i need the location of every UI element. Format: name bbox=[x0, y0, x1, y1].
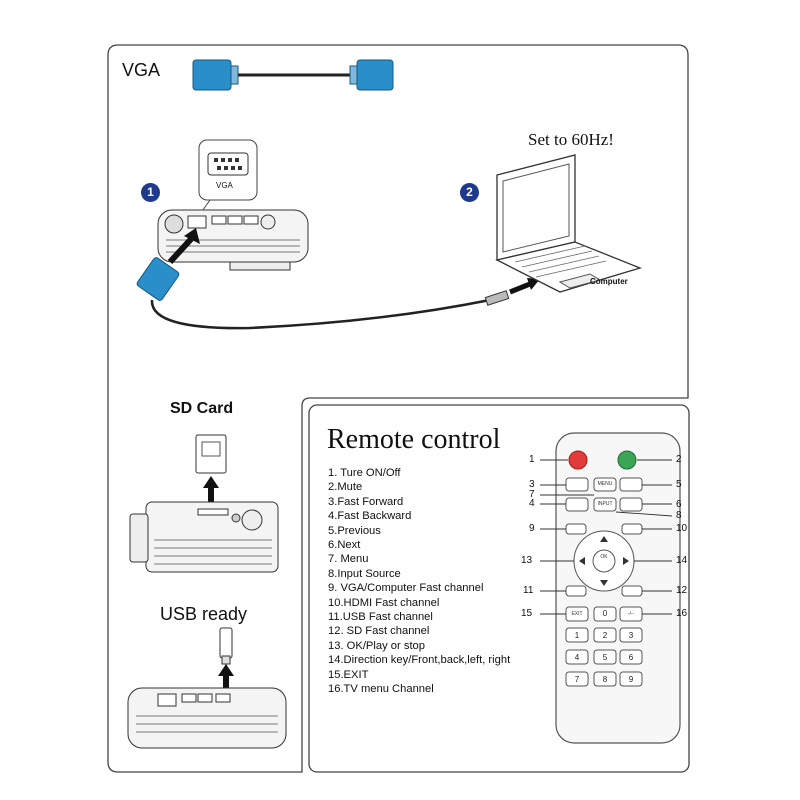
usb-stick-icon bbox=[219, 627, 233, 665]
arrow-sd-up bbox=[203, 476, 219, 502]
callout-3: 3 bbox=[529, 479, 535, 490]
function-item: 4.Fast Backward bbox=[328, 510, 412, 523]
remote-frame bbox=[308, 404, 690, 773]
projector-side-icon bbox=[129, 501, 279, 573]
digit-2-button[interactable]: 2 bbox=[602, 631, 608, 640]
callout-1: 1 bbox=[529, 454, 535, 465]
function-item: 11.USB Fast channel bbox=[328, 611, 433, 624]
callout-8: 8 bbox=[676, 510, 682, 521]
digit-0-button[interactable]: 0 bbox=[602, 609, 608, 618]
vga-port-label: VGA bbox=[216, 181, 233, 190]
remote-control-title: Remote control bbox=[327, 424, 501, 455]
digit-9-button[interactable]: 9 bbox=[628, 675, 634, 684]
function-item: 12. SD Fast channel bbox=[328, 625, 430, 638]
callout-7: 7 bbox=[529, 489, 535, 500]
remote-function-list: 1. Ture ON/Off 2.Mute 3.Fast Forward 4.F… bbox=[328, 466, 510, 697]
function-item: 9. VGA/Computer Fast channel bbox=[328, 582, 484, 595]
ok-button[interactable]: OK bbox=[600, 554, 608, 560]
projector-top-icon bbox=[157, 209, 309, 271]
function-item: 3.Fast Forward bbox=[328, 495, 404, 508]
callout-5: 5 bbox=[676, 479, 682, 490]
digit-5-button[interactable]: 5 bbox=[602, 653, 608, 662]
arrow-to-vga-port bbox=[167, 228, 200, 265]
power-button bbox=[568, 450, 588, 470]
step-1-badge: 1 bbox=[141, 183, 160, 202]
digit-7-button[interactable]: 7 bbox=[574, 675, 580, 684]
dash-button[interactable]: -/-- bbox=[627, 611, 635, 617]
callout-14: 14 bbox=[676, 555, 688, 566]
vga-cable-icon bbox=[192, 59, 394, 91]
vga-cable bbox=[150, 298, 491, 330]
callout-lines bbox=[540, 459, 673, 615]
sd-card-icon bbox=[195, 434, 227, 474]
vga-plug-icon bbox=[136, 257, 180, 301]
arrow-usb-down bbox=[218, 664, 234, 688]
arrow-to-laptop bbox=[509, 278, 540, 295]
callout-10: 10 bbox=[676, 523, 688, 534]
digit-6-button[interactable]: 6 bbox=[628, 653, 634, 662]
digit-4-button[interactable]: 4 bbox=[574, 653, 580, 662]
callout-13: 13 bbox=[521, 555, 533, 566]
callout-15: 15 bbox=[521, 608, 533, 619]
function-item: 8.Input Source bbox=[328, 567, 401, 580]
callout-12: 12 bbox=[676, 585, 688, 596]
computer-label: Computer bbox=[590, 277, 628, 286]
outer-frame bbox=[107, 44, 689, 773]
function-item: 1. Ture ON/Off bbox=[328, 467, 401, 479]
usb-ready-title: USB ready bbox=[160, 604, 248, 624]
step-2-badge: 2 bbox=[460, 183, 479, 202]
callout-2: 2 bbox=[676, 454, 682, 465]
function-item: 14.Direction key/Front,back,left, right bbox=[328, 654, 511, 667]
input-button[interactable]: INPUT bbox=[597, 501, 613, 507]
function-item: 16.TV menu Channel bbox=[328, 683, 434, 696]
function-item: 6.Next bbox=[328, 539, 361, 552]
set-to-60hz-note: Set to 60Hz! bbox=[528, 130, 614, 149]
projector-bottom-icon bbox=[127, 687, 287, 749]
vga-port-callout bbox=[197, 139, 258, 218]
menu-button[interactable]: MENU bbox=[597, 481, 613, 487]
mute-button bbox=[617, 450, 637, 470]
function-item: 5.Previous bbox=[328, 524, 381, 537]
exit-button[interactable]: EXIT bbox=[571, 611, 583, 617]
callout-9: 9 bbox=[529, 523, 535, 534]
vga-section-title: VGA bbox=[122, 60, 161, 80]
callout-4: 4 bbox=[529, 498, 535, 509]
callout-11: 11 bbox=[523, 585, 534, 596]
sd-card-title: SD Card bbox=[170, 400, 234, 417]
remote-body bbox=[555, 432, 681, 744]
digit-1-button[interactable]: 1 bbox=[574, 631, 580, 640]
digit-3-button[interactable]: 3 bbox=[628, 631, 634, 640]
function-item: 13. OK/Play or stop bbox=[328, 639, 426, 652]
digit-8-button[interactable]: 8 bbox=[602, 675, 608, 684]
function-item: 2.Mute bbox=[328, 481, 363, 494]
callout-6: 6 bbox=[676, 499, 682, 510]
callout-16: 16 bbox=[676, 608, 688, 619]
laptop-icon bbox=[495, 154, 642, 293]
function-item: 7. Menu bbox=[328, 553, 369, 566]
function-item: 15.EXIT bbox=[328, 668, 369, 681]
function-item: 10.HDMI Fast channel bbox=[328, 596, 440, 609]
